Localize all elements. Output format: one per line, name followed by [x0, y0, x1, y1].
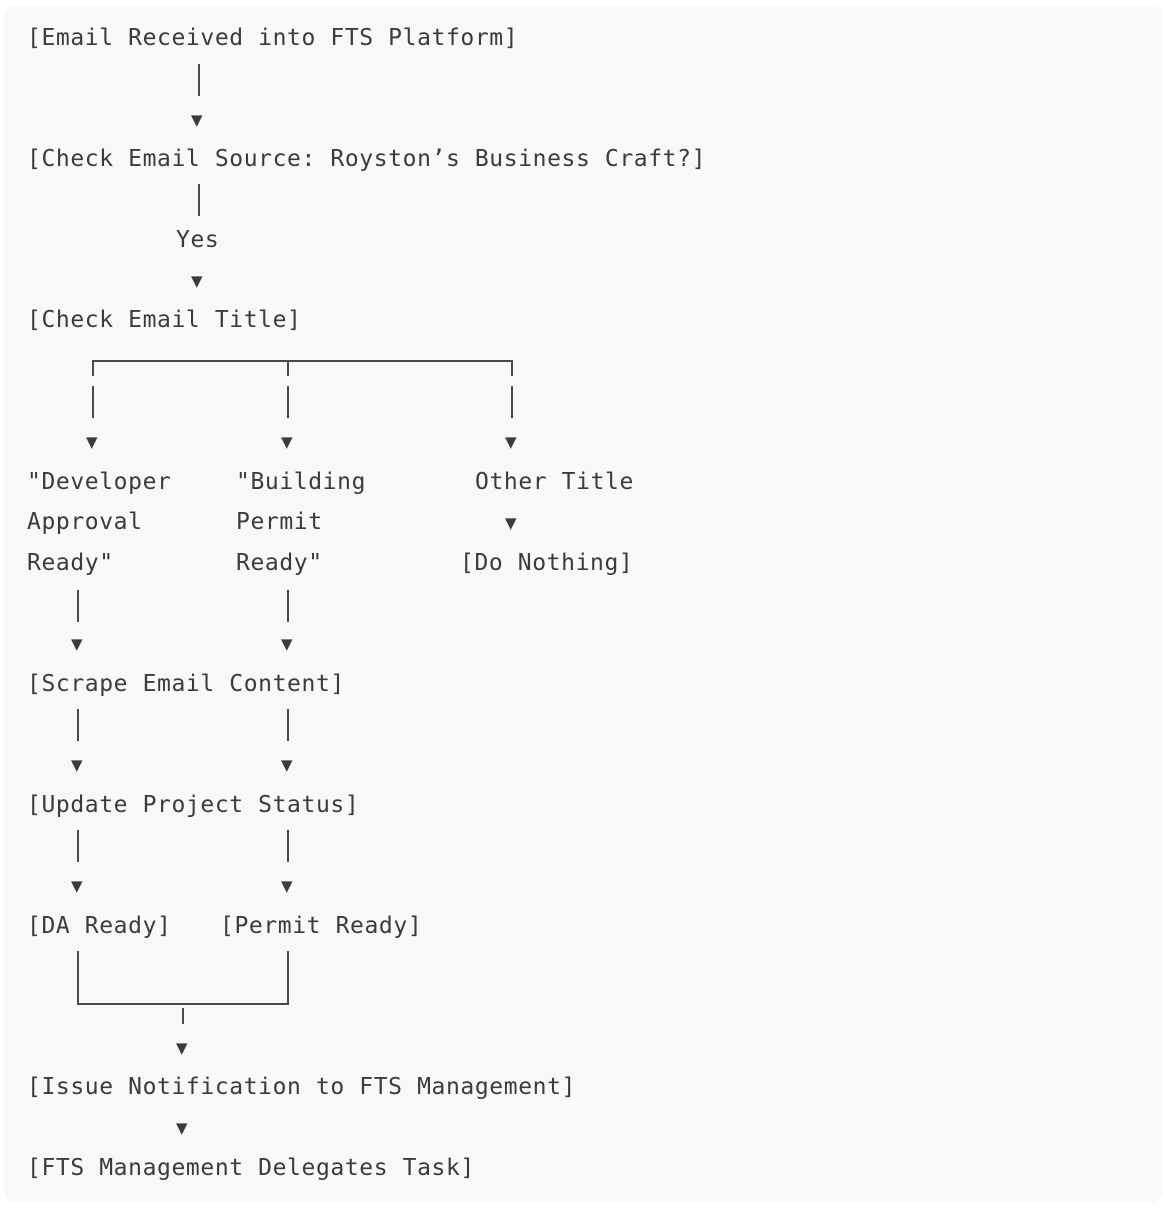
- node-do-nothing: [Do Nothing]: [460, 550, 634, 576]
- branch-developer-line-2: Approval: [27, 509, 143, 535]
- branch-building-line-2: Permit: [236, 509, 323, 535]
- connector-line: [287, 590, 289, 622]
- branch-other-title: Other Title: [475, 469, 634, 495]
- arrow-down-icon: ▼: [71, 756, 83, 774]
- arrow-down-icon: ▼: [505, 433, 517, 451]
- connector-line: [77, 709, 79, 741]
- connector-line: [182, 1008, 184, 1024]
- connector-line: [77, 830, 79, 862]
- arrow-down-icon: ▼: [176, 1119, 188, 1137]
- connector-line: [287, 386, 289, 418]
- connector-line: [198, 184, 200, 216]
- arrow-down-icon: ▼: [191, 111, 203, 129]
- arrow-down-icon: ▼: [86, 433, 98, 451]
- node-scrape-content: [Scrape Email Content]: [27, 671, 345, 697]
- connector-line: [77, 590, 79, 622]
- branch-merge-line: [77, 1003, 289, 1005]
- connector-line: [287, 830, 289, 862]
- arrow-down-icon: ▼: [281, 756, 293, 774]
- connector-line: [92, 360, 94, 376]
- arrow-down-icon: ▼: [71, 635, 83, 653]
- branch-building-line-3: Ready": [236, 550, 323, 576]
- flowchart-code-block: [Email Received into FTS Platform] ▼ [Ch…: [4, 6, 1162, 1202]
- node-update-status: [Update Project Status]: [27, 792, 360, 818]
- branch-building-line-1: "Building: [236, 469, 367, 495]
- node-email-received: [Email Received into FTS Platform]: [27, 25, 519, 51]
- arrow-down-icon: ▼: [176, 1039, 188, 1057]
- arrow-down-icon: ▼: [281, 877, 293, 895]
- connector-line: [198, 64, 200, 96]
- node-delegates-task: [FTS Management Delegates Task]: [27, 1155, 475, 1181]
- node-issue-notification: [Issue Notification to FTS Management]: [27, 1074, 576, 1100]
- connector-line: [511, 360, 513, 376]
- arrow-down-icon: ▼: [71, 877, 83, 895]
- branch-developer-line-1: "Developer: [27, 469, 172, 495]
- node-check-title: [Check Email Title]: [27, 307, 302, 333]
- node-da-ready: [DA Ready]: [27, 913, 172, 939]
- connector-line: [77, 951, 79, 1005]
- branch-split-line: [92, 360, 513, 362]
- arrow-down-icon: ▼: [505, 514, 517, 532]
- arrow-down-icon: ▼: [281, 433, 293, 451]
- node-check-source: [Check Email Source: Royston’s Business …: [27, 146, 707, 172]
- connector-line: [287, 951, 289, 1005]
- connector-line: [287, 360, 289, 376]
- connector-line: [92, 386, 94, 418]
- connector-line: [511, 386, 513, 418]
- label-yes: Yes: [176, 227, 220, 253]
- arrow-down-icon: ▼: [191, 272, 203, 290]
- node-permit-ready: [Permit Ready]: [220, 913, 423, 939]
- branch-developer-line-3: Ready": [27, 550, 114, 576]
- connector-line: [287, 709, 289, 741]
- arrow-down-icon: ▼: [281, 635, 293, 653]
